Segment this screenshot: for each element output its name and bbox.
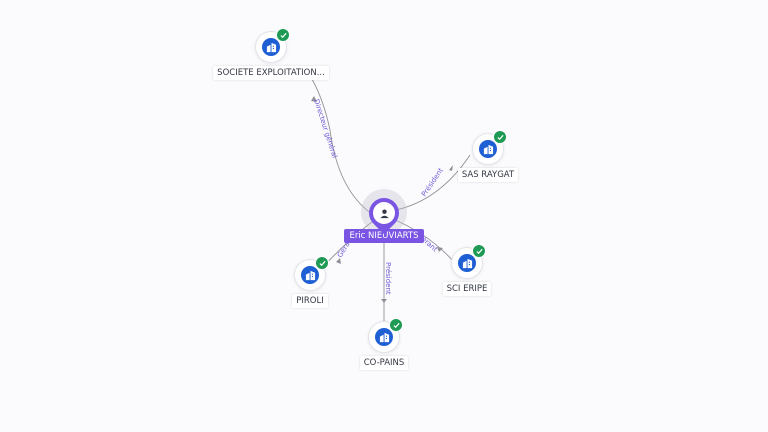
edge-societe-arrow	[311, 96, 317, 102]
edge-label-societe: Directeur général	[312, 98, 339, 159]
edge-raygat	[395, 154, 471, 211]
company-node-societe[interactable]: SOCIETE EXPLOITATION...	[211, 28, 331, 80]
person-node-center[interactable]: Eric NIEUVIARTS	[324, 189, 444, 243]
edge-piroli-arrow	[336, 258, 341, 264]
company-node-eripe[interactable]: SCI ERIPE	[407, 244, 527, 296]
company-label: SOCIETE EXPLOITATION...	[213, 66, 329, 80]
building-icon	[262, 38, 280, 56]
edge-label-copains: Président	[384, 262, 392, 295]
edge-eripe	[394, 219, 456, 264]
edge-societe	[304, 67, 373, 215]
company-node-raygat[interactable]: SAS RAYGAT	[428, 130, 548, 182]
location-pin	[362, 191, 406, 235]
company-label: SAS RAYGAT	[457, 168, 519, 182]
building-icon	[458, 254, 476, 272]
company-node-piroli[interactable]: PIROLI	[250, 256, 370, 308]
building-icon	[479, 140, 497, 158]
company-label: SCI ERIPE	[442, 282, 492, 296]
edge-eripe-arrow	[437, 247, 443, 252]
company-icon-circle	[295, 256, 329, 290]
verified-check-icon	[276, 28, 290, 42]
center-halo	[361, 189, 407, 235]
edge-raygat-arrow	[449, 165, 453, 171]
verified-check-icon	[389, 318, 403, 332]
verified-check-icon	[493, 130, 507, 144]
company-label: PIROLI	[292, 294, 328, 308]
person-icon	[373, 202, 395, 224]
verified-check-icon	[472, 244, 486, 258]
person-label: Eric NIEUVIARTS	[344, 229, 424, 243]
company-label: CO-PAINS	[359, 356, 409, 370]
company-icon-circle	[473, 130, 507, 164]
company-icon-circle	[452, 244, 486, 278]
verified-check-icon	[315, 256, 329, 270]
building-icon	[301, 266, 319, 284]
company-node-copains[interactable]: CO-PAINS	[324, 318, 444, 370]
building-icon	[375, 328, 393, 346]
edge-copains-arrow	[381, 299, 387, 303]
company-icon-circle	[369, 318, 403, 352]
company-icon-circle	[256, 28, 290, 62]
